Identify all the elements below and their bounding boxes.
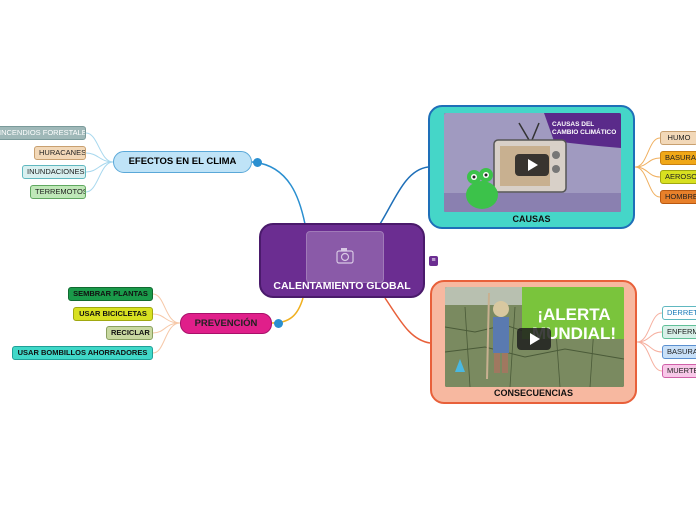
leaf-hombre[interactable]: HOMBRE	[660, 190, 696, 204]
consecuencias-video-thumbnail[interactable]: ¡ALERTA MUNDIAL!	[445, 287, 624, 387]
collapse-toggle-prevencion[interactable]	[274, 319, 283, 328]
leaf-usar-bicicletas[interactable]: USAR BICICLETAS	[73, 307, 153, 321]
leaf-reciclar[interactable]: RECICLAR	[106, 326, 153, 340]
leaf-humo[interactable]: HUMO	[660, 131, 696, 145]
topic-label: PREVENCIÓN	[194, 318, 258, 329]
leaf-usar-bombillos-ahorradores[interactable]: USAR BOMBILLOS AHORRADORES	[12, 346, 153, 360]
leaf-basura[interactable]: BASURA	[660, 151, 696, 165]
leaf-sembrar-plantas[interactable]: SEMBRAR PLANTAS	[68, 287, 153, 301]
leaf-terremotos[interactable]: TERREMOTOS	[30, 185, 86, 199]
leaf-derretimiento[interactable]: DERRETIMIENTO	[662, 306, 696, 320]
video-title-line-2: MUNDIAL!	[531, 324, 617, 343]
leaf-inundaciones[interactable]: INUNDACIONES	[22, 165, 86, 179]
topic-label: CAUSAS	[512, 214, 551, 224]
topic-efectos-en-el-clima[interactable]: EFECTOS EN EL CLIMA	[113, 151, 252, 173]
leaf-enfermedades[interactable]: ENFERMEDADES	[662, 325, 696, 339]
camera-icon	[336, 248, 354, 264]
leaf-basura-consecuencia[interactable]: BASURA	[662, 345, 696, 359]
causas-video-thumbnail[interactable]: CAUSAS DEL CAMBIO CLIMÁTICO	[444, 113, 621, 212]
leaf-incendios-forestales[interactable]: INCENDIOS FORESTALES	[0, 126, 86, 140]
central-title: CALENTAMIENTO GLOBAL	[273, 280, 411, 292]
video-title: CAUSAS DEL CAMBIO CLIMÁTICO	[552, 121, 617, 136]
video-title-line-1: ¡ALERTA	[537, 305, 611, 324]
play-button[interactable]	[517, 328, 551, 350]
leaf-aerosol[interactable]: AEROSOL	[660, 170, 696, 184]
leaf-muerte[interactable]: MUERTE	[662, 364, 696, 378]
topic-causas[interactable]: CAUSAS DEL CAMBIO CLIMÁTICO CAUSAS	[428, 105, 635, 229]
notes-icon[interactable]: ≡	[429, 256, 438, 266]
topic-prevencion[interactable]: PREVENCIÓN	[180, 313, 272, 334]
collapse-toggle-efectos[interactable]	[253, 158, 262, 167]
leaf-huracanes[interactable]: HURACANES	[34, 146, 86, 160]
play-button[interactable]	[515, 154, 549, 176]
topic-consecuencias[interactable]: ¡ALERTA MUNDIAL! CONSECUENCIAS	[430, 280, 637, 404]
topic-label: EFECTOS EN EL CLIMA	[128, 156, 237, 167]
image-placeholder[interactable]	[306, 231, 384, 283]
central-node[interactable]: CALENTAMIENTO GLOBAL	[259, 223, 425, 298]
topic-label: CONSECUENCIAS	[493, 388, 573, 398]
